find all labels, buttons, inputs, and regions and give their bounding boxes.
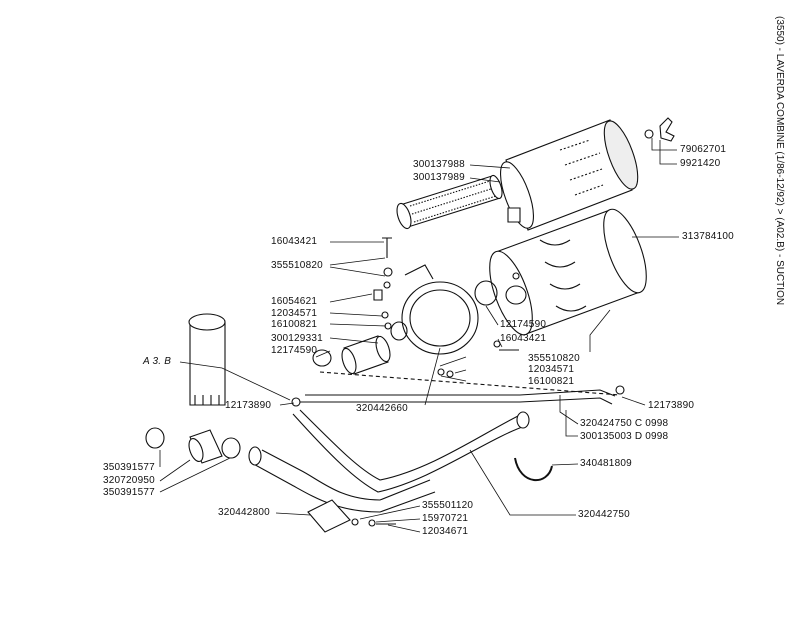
bracket-with-bolt bbox=[307, 499, 396, 533]
hose-clamp bbox=[145, 427, 165, 449]
reference-label: A 3. B bbox=[143, 356, 172, 367]
part-label: 12034571 bbox=[528, 364, 575, 375]
pre-cleaner-stack bbox=[188, 313, 226, 406]
part-label: 16100821 bbox=[271, 319, 318, 330]
part-label: 12173890 bbox=[225, 400, 272, 411]
air-filter-housing bbox=[489, 208, 647, 336]
part-label: 15970721 bbox=[422, 513, 469, 524]
air-filter-cartridge bbox=[500, 119, 639, 231]
part-label: 350391577 bbox=[103, 462, 155, 473]
part-label: 320424750 C 0998 bbox=[580, 418, 669, 429]
part-label: 16043421 bbox=[500, 333, 547, 344]
leader-lines bbox=[159, 138, 679, 533]
part-label: 300135003 D 0998 bbox=[580, 431, 669, 442]
part-label: 9921420 bbox=[680, 158, 721, 169]
part-label: 350391577 bbox=[103, 487, 155, 498]
half-clamp bbox=[514, 457, 553, 482]
part-label: 12174590 bbox=[500, 319, 547, 330]
hose-clamp bbox=[221, 437, 241, 459]
wing-nut-icon bbox=[644, 117, 675, 142]
inner-safety-filter bbox=[396, 174, 503, 230]
page-title-text: (3550) - LAVERDA COMBINE (1/86-12/92) > … bbox=[774, 16, 785, 306]
part-label: 16100821 bbox=[528, 376, 575, 387]
part-label: 300137989 bbox=[413, 172, 465, 183]
part-label: 355510820 bbox=[271, 260, 323, 271]
dust-valve bbox=[507, 207, 521, 223]
aspiration-pipes bbox=[248, 371, 621, 513]
part-label: 355510820 bbox=[528, 353, 580, 364]
part-label: 79062701 bbox=[680, 144, 727, 155]
hose-clamp bbox=[312, 349, 332, 367]
part-label: 12034571 bbox=[271, 308, 318, 319]
rubber-sleeve bbox=[188, 429, 223, 464]
part-label: 320720950 bbox=[103, 475, 155, 486]
part-label: 16043421 bbox=[271, 236, 318, 247]
part-label: 16054621 bbox=[271, 296, 318, 307]
intake-sleeve bbox=[341, 335, 391, 375]
hose-clamp bbox=[474, 280, 498, 306]
part-label: 320442800 bbox=[218, 507, 270, 518]
part-label: 340481809 bbox=[580, 458, 632, 469]
hose-clamp bbox=[390, 321, 408, 341]
part-label: 12174590 bbox=[271, 345, 318, 356]
part-label: 313784100 bbox=[682, 231, 734, 242]
mounting-band bbox=[401, 264, 479, 355]
part-label: 355501120 bbox=[422, 500, 474, 511]
part-label: 320442750 bbox=[578, 509, 630, 520]
part-label: 300137988 bbox=[413, 159, 465, 170]
part-label: 300129331 bbox=[271, 333, 323, 344]
page-title: (3550) - LAVERDA COMBINE (1/86-12/92) > … bbox=[771, 16, 789, 356]
part-label: 320442660 bbox=[356, 403, 408, 414]
part-label: 12173890 bbox=[648, 400, 695, 411]
part-label: 12034671 bbox=[422, 526, 469, 537]
